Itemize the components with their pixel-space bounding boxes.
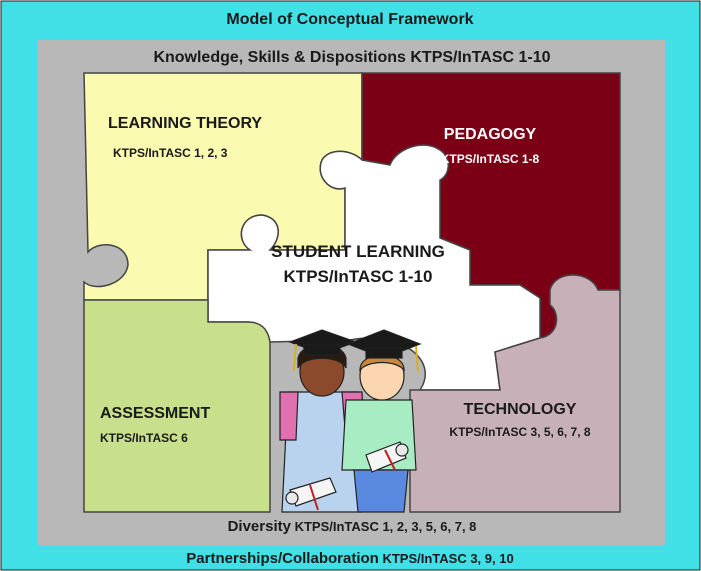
outer-band-label: Knowledge, Skills & Dispositions KTPS/In… — [153, 49, 550, 66]
student-learning-standards: KTPS/InTASC 1-10 — [284, 267, 433, 286]
puzzle-pieces — [83, 72, 621, 513]
partnerships-label: Partnerships/Collaboration — [186, 550, 379, 567]
assessment-standards: KTPS/InTASC 6 — [100, 431, 188, 445]
technology-standards: KTPS/InTASC 3, 5, 6, 7, 8 — [449, 425, 590, 439]
graduates-illustration — [279, 329, 422, 513]
learning-theory-standards: KTPS/InTASC 1, 2, 3 — [113, 146, 228, 160]
student-learning-title: STUDENT LEARNING — [271, 242, 445, 261]
boy-graduate — [341, 329, 422, 513]
pedagogy-standards: KTPS/InTASC 1-8 — [441, 152, 540, 166]
learning-theory-title: LEARNING THEORY — [108, 115, 262, 132]
technology-title: TECHNOLOGY — [464, 401, 577, 418]
partnerships-standards: KTPS/InTASC 3, 9, 10 — [382, 551, 513, 566]
diagram-title: Model of Conceptual Framework — [226, 11, 473, 28]
diversity-label: Diversity — [228, 518, 292, 535]
diversity-line: Diversity KTPS/InTASC 1, 2, 3, 5, 6, 7, … — [228, 518, 477, 535]
pedagogy-title: PEDAGOGY — [444, 126, 537, 143]
diversity-standards: KTPS/InTASC 1, 2, 3, 5, 6, 7, 8 — [295, 519, 477, 534]
technology-piece — [409, 274, 621, 513]
assessment-piece — [83, 299, 271, 513]
partnerships-line: Partnerships/Collaboration KTPS/InTASC 3… — [186, 550, 513, 567]
assessment-title: ASSESSMENT — [100, 405, 210, 422]
